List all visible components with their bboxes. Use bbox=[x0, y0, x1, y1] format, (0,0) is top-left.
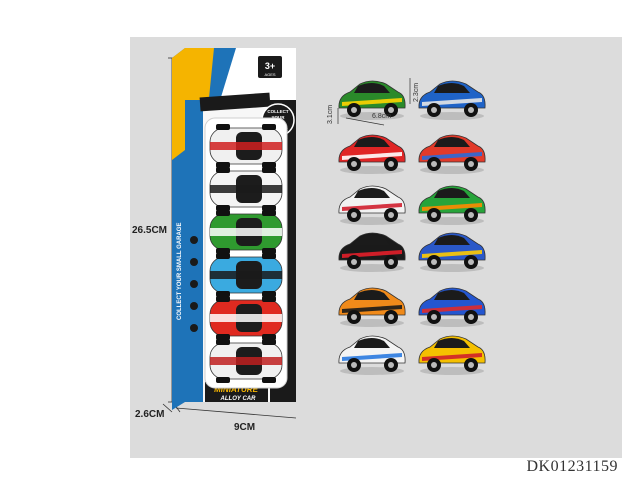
boxed-car bbox=[209, 253, 283, 297]
age-badge-sub: AGES bbox=[264, 72, 275, 77]
boxed-car bbox=[209, 124, 283, 168]
loose-car bbox=[338, 335, 406, 375]
car-width-label: 3.1cm bbox=[327, 105, 334, 124]
boxed-car bbox=[209, 167, 283, 211]
loose-car bbox=[418, 185, 486, 225]
svg-text:COLLECT: COLLECT bbox=[267, 109, 288, 114]
loose-car bbox=[418, 134, 486, 174]
svg-text:YOUR: YOUR bbox=[271, 115, 285, 120]
car-dimension-lines bbox=[337, 78, 411, 126]
boxed-car bbox=[209, 339, 283, 383]
boxed-car bbox=[209, 296, 283, 340]
boxed-cars bbox=[209, 124, 283, 383]
car-height-label: 2.3cm bbox=[413, 83, 420, 102]
product-code: DK01231159 bbox=[526, 458, 618, 475]
height-label: 26.5CM bbox=[132, 225, 168, 236]
loose-cars bbox=[338, 80, 486, 375]
loose-car bbox=[338, 134, 406, 174]
loose-car bbox=[338, 232, 406, 272]
car-length-label: 6.8cm bbox=[372, 113, 391, 120]
title-top: MINIATURE bbox=[214, 385, 259, 394]
side-text: COLLECT YOUR SMALL GARAGE bbox=[177, 223, 183, 320]
age-badge bbox=[258, 56, 282, 78]
loose-car bbox=[338, 80, 406, 120]
boxed-car bbox=[209, 210, 283, 254]
depth-label: 2.6CM bbox=[135, 409, 165, 420]
loose-car bbox=[418, 335, 486, 375]
loose-car bbox=[418, 287, 486, 327]
loose-car bbox=[338, 287, 406, 327]
loose-car bbox=[418, 232, 486, 272]
package-box: 3+ AGES COLLECT YOUR SMALL GARAGE COLLEC… bbox=[172, 48, 296, 410]
age-badge-text: 3+ bbox=[265, 61, 275, 71]
loose-car bbox=[338, 185, 406, 225]
title-bottom: ALLOY CAR bbox=[220, 396, 257, 402]
loose-car bbox=[418, 80, 486, 120]
feature-icons bbox=[190, 236, 198, 332]
width-label: 9CM bbox=[234, 422, 256, 433]
